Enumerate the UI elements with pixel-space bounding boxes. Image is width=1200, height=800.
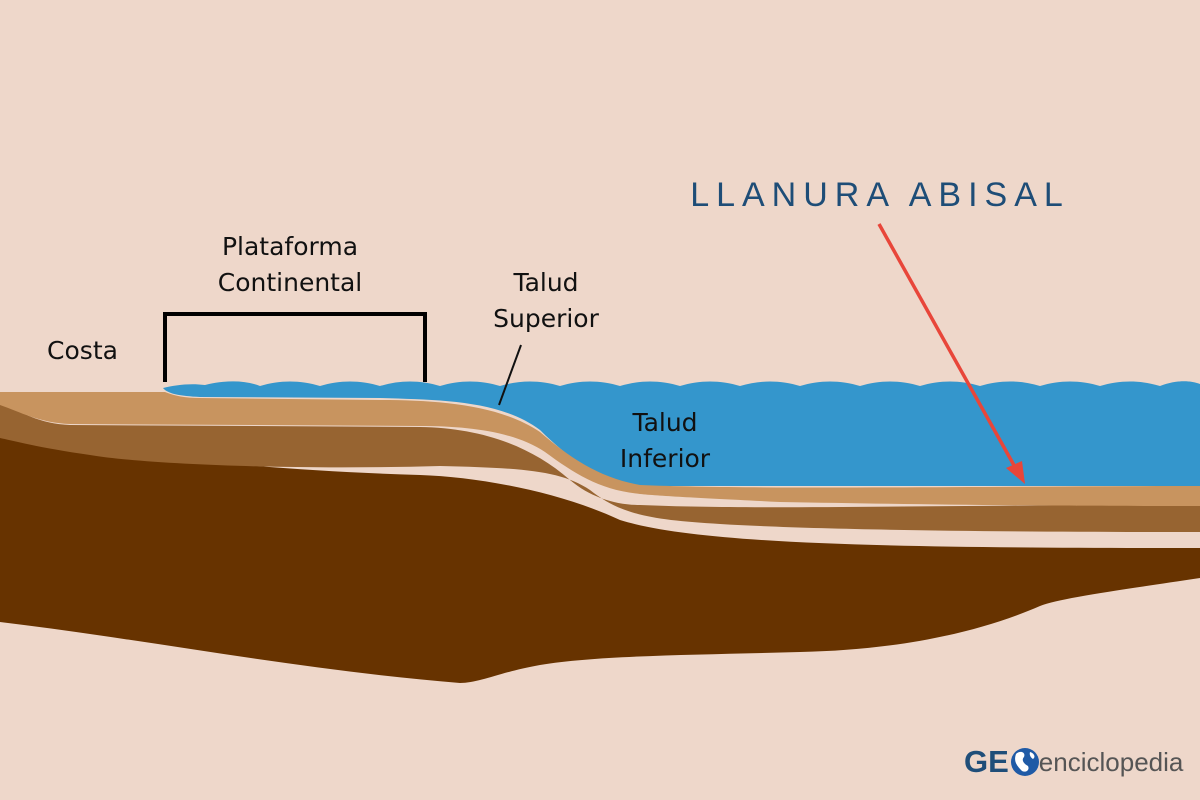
continental-shelf-bracket	[163, 312, 427, 382]
talud-inferior-label: Talud Inferior	[600, 405, 730, 477]
geoenciclopedia-logo: GE enciclopedia	[964, 742, 1183, 782]
abyssal-plain-arrowhead	[1006, 461, 1025, 484]
talud-superior-pointer	[498, 344, 522, 406]
costa-label: Costa	[47, 336, 118, 365]
llanura-abisal-title: LLANURA ABISAL	[690, 176, 1070, 214]
logo-text: enciclopedia	[1038, 746, 1184, 777]
plataforma-continental-label: Plataforma Continental	[190, 229, 390, 301]
ocean-water	[163, 381, 1200, 486]
sediment-layer	[0, 402, 1200, 532]
sand-layer	[0, 392, 1200, 506]
globe-icon	[1011, 748, 1039, 776]
talud-inferior-line2: Inferior	[619, 444, 711, 473]
talud-superior-line2: Superior	[493, 304, 599, 333]
talud-superior-label: Talud Superior	[476, 265, 616, 337]
logo-brand: GE	[964, 744, 1009, 779]
talud-superior-line1: Talud	[513, 268, 579, 297]
talud-inferior-line1: Talud	[632, 408, 698, 437]
plataforma-label-line1: Plataforma	[221, 232, 359, 261]
bedrock-layer	[0, 432, 1200, 683]
abyssal-plain-arrow	[877, 223, 1022, 477]
plataforma-label-line2: Continental	[217, 268, 363, 297]
